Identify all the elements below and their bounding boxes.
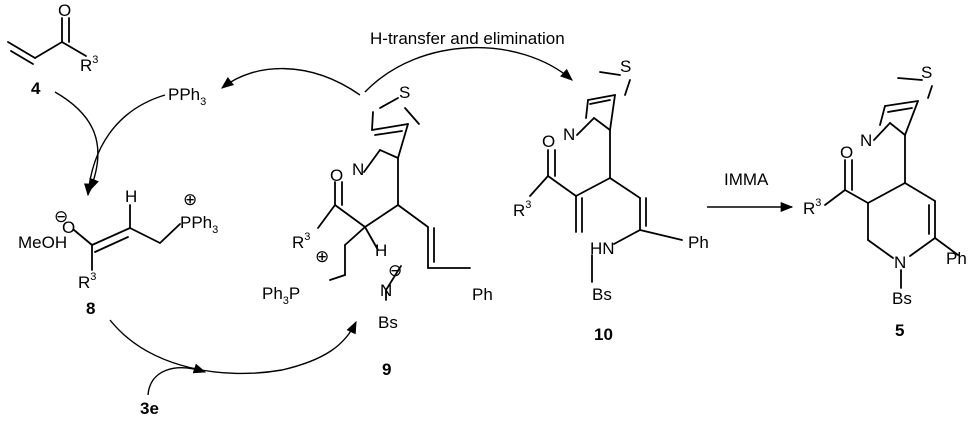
c9-phosphorus-plus: ⊕ — [315, 247, 329, 266]
c9-oxygen: O — [330, 166, 343, 185]
compound-8-label: 8 — [86, 299, 95, 318]
arrow-8-to-9 — [109, 319, 357, 375]
c5-oxygen: O — [840, 143, 853, 162]
compound-10: S N O R3 HN Bs Ph 10 — [513, 57, 709, 344]
c9-r-group: R — [292, 233, 304, 252]
c10-r-index: 3 — [525, 199, 531, 211]
svg-text:R3: R3 — [80, 54, 98, 75]
cyclization-label: IMMA — [724, 170, 769, 189]
c5-thiazole-s: S — [921, 63, 932, 82]
c9-hydrogen: H — [375, 241, 387, 260]
c8-oxygen: O — [62, 218, 75, 237]
c9-thiazole-s: S — [399, 83, 410, 102]
c10-thiazole-s: S — [620, 57, 631, 76]
c10-thiazole-n: N — [563, 125, 575, 144]
c5-r-index: 3 — [815, 197, 821, 209]
c5-sulfonyl: Bs — [892, 289, 912, 308]
c5-nitrogen: N — [894, 253, 906, 272]
c8-r-index: 3 — [90, 271, 96, 283]
c8-r-group: R — [78, 273, 90, 292]
step-label-h-transfer: H-transfer and elimination — [370, 29, 565, 48]
c9-sulfonyl: Bs — [378, 313, 398, 332]
c10-sulfonyl: Bs — [592, 285, 612, 304]
svg-text:R3: R3 — [513, 199, 531, 220]
compound-9: S N O R3 H ⊖ ⊕ Ph3P N Bs Ph 9 — [262, 83, 493, 379]
arrow-3e-entry — [147, 363, 207, 396]
arrow-4-to-8 — [54, 91, 99, 192]
substrate-3e: 3e — [140, 399, 159, 418]
c4-r-index: 3 — [92, 54, 98, 66]
c10-phenyl: Ph — [688, 233, 709, 252]
compound-4-label: 4 — [31, 79, 41, 98]
c8-phosphonium: PPh3 — [180, 213, 218, 236]
compound-10-label: 10 — [594, 325, 613, 344]
c10-r-group: R — [513, 201, 525, 220]
compound-8: MeOH O ⊖ H PPh3 ⊕ R3 8 — [18, 187, 218, 318]
compound-9-label: 9 — [382, 360, 391, 379]
svg-text:R3: R3 — [803, 197, 821, 218]
c9-thiazole-n: N — [352, 160, 364, 179]
c5-r-group: R — [803, 199, 815, 218]
svg-text:R3: R3 — [78, 271, 96, 292]
c9-phenyl: Ph — [472, 285, 493, 304]
compound-5: S N O R3 N Bs Ph 5 — [803, 63, 967, 340]
c8-hydrogen: H — [125, 187, 137, 206]
c10-amine: HN — [590, 239, 615, 258]
arrow-pph3-to-8 — [83, 94, 166, 197]
arrow-9-to-pph3 — [221, 67, 361, 96]
arrow-h-transfer — [364, 47, 573, 93]
c4-r-group: R — [80, 56, 92, 75]
c4-oxygen: O — [58, 1, 71, 20]
compound-5-label: 5 — [895, 321, 904, 340]
c8-phosphorus-plus: ⊕ — [183, 190, 197, 209]
catalyst-pph3: PPh3 — [168, 85, 206, 108]
c5-thiazole-n: N — [860, 131, 872, 150]
c8-solvent: MeOH — [18, 233, 67, 252]
c9-nitrogen-minus: ⊖ — [388, 261, 402, 280]
c9-r-index: 3 — [304, 231, 310, 243]
c8-oxygen-minus: ⊖ — [54, 207, 68, 226]
compound-4: O R3 4 — [7, 1, 98, 98]
c9-phosphonium: Ph3P — [262, 284, 300, 307]
svg-text:R3: R3 — [292, 231, 310, 252]
c5-phenyl: Ph — [946, 249, 967, 268]
c9-nitrogen: N — [380, 281, 392, 300]
c10-oxygen: O — [542, 132, 555, 151]
